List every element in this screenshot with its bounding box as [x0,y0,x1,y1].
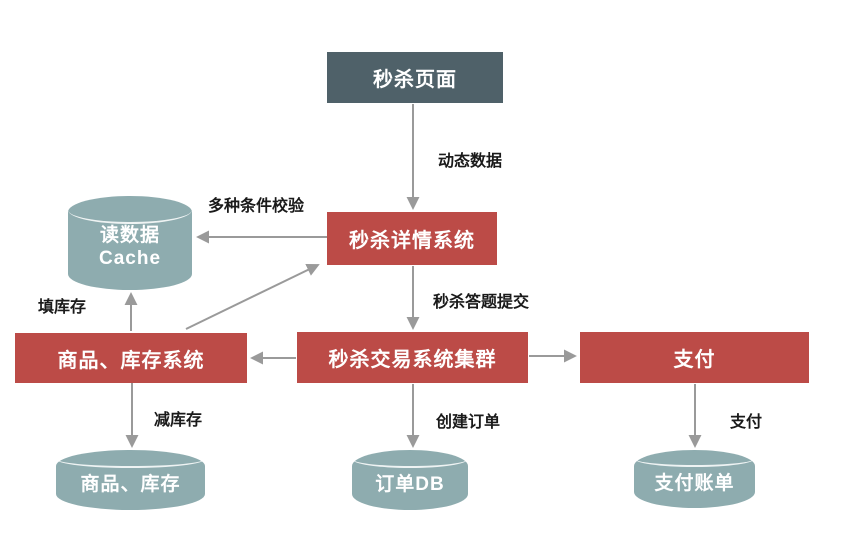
edge-inventory-to-detail-arrow [185,263,320,330]
edge-label-pay: 支付 [730,414,763,431]
node-seckill-detail-label: 秒杀详情系统 [349,230,475,252]
edge-label-condition-check: 多种条件校验 [208,198,305,215]
node-seckill-page-label: 秒杀页面 [373,69,457,91]
read-cache-label-line1: 读数据 [99,225,160,246]
node-seckill-page: 秒杀页面 [327,52,503,103]
node-payment-system: 支付 [580,332,809,383]
node-inventory-db-label: 商品、库存 [80,473,181,495]
node-inventory-system: 商品、库存系统 [15,333,247,383]
cylinder-rim [634,450,755,468]
cylinder-rim [68,196,192,225]
node-inventory-db: 商品、库存 [56,450,205,510]
node-transaction-cluster-label: 秒杀交易系统集群 [328,349,497,371]
node-payment-system-label: 支付 [673,349,716,371]
node-transaction-cluster: 秒杀交易系统集群 [297,332,528,383]
cylinder-rim [56,450,205,468]
edge-label-create-order: 创建订单 [436,414,501,431]
node-seckill-detail-system: 秒杀详情系统 [327,212,497,265]
node-payment-bill-label: 支付账单 [654,472,735,494]
read-cache-label-line2: Cache [98,248,162,269]
node-read-cache-db: 读数据 Cache [68,196,192,290]
node-order-db: 订单DB [352,450,468,510]
edge-label-answer-submit: 秒杀答题提交 [433,294,530,311]
node-inventory-system-label: 商品、库存系统 [57,349,205,372]
edge-label-reduce-inventory: 减库存 [154,412,203,429]
edge-label-fill-inventory: 填库存 [38,299,87,316]
edge-label-dynamic-data: 动态数据 [438,153,503,170]
node-payment-bill-db: 支付账单 [634,450,755,508]
cylinder-rim [352,450,468,468]
node-read-cache-label: 读数据 Cache [99,224,161,270]
node-order-db-label: 订单DB [375,473,445,495]
